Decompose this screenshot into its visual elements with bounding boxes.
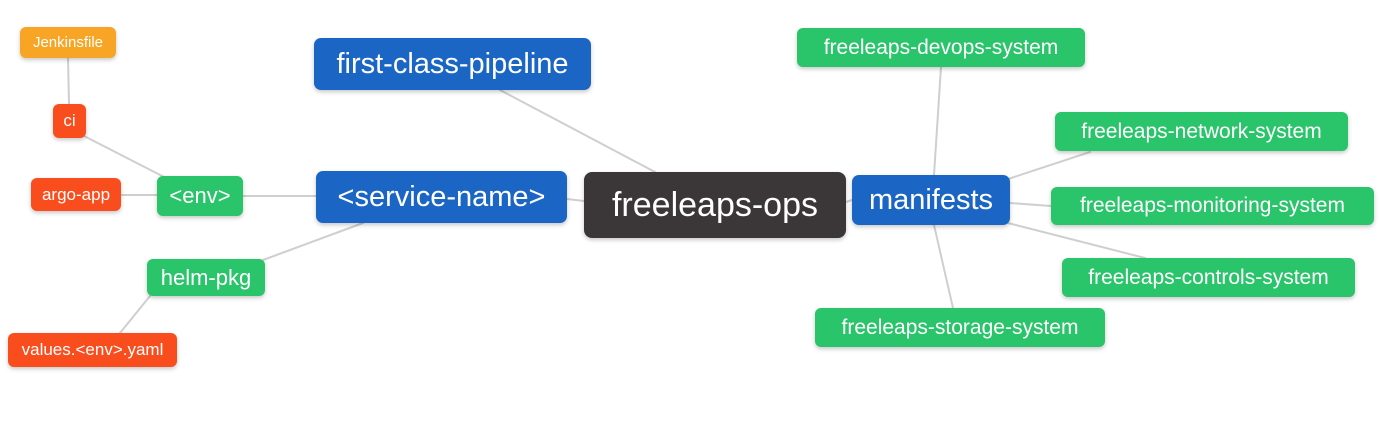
- edge-manifests-devops: [933, 66, 942, 176]
- node-argo-app[interactable]: argo-app: [31, 178, 121, 211]
- edge-manifests-storage: [933, 224, 954, 309]
- node-ci[interactable]: ci: [53, 104, 86, 138]
- node-env[interactable]: <env>: [157, 176, 243, 216]
- node-freeleaps-controls-system[interactable]: freeleaps-controls-system: [1062, 258, 1355, 297]
- node-values-env-yaml[interactable]: values.<env>.yaml: [8, 333, 177, 367]
- edge-service-name-helm-pkg: [262, 222, 364, 261]
- node-freeleaps-devops-system[interactable]: freeleaps-devops-system: [797, 28, 1085, 67]
- edge-jenkinsfile-ci: [67, 57, 70, 105]
- node-freeleaps-network-system[interactable]: freeleaps-network-system: [1055, 112, 1348, 151]
- node-freeleaps-monitoring-system[interactable]: freeleaps-monitoring-system: [1051, 187, 1374, 225]
- node-service-name[interactable]: <service-name>: [316, 171, 567, 223]
- edge-pipeline-root: [499, 89, 656, 173]
- edge-manifests-monitoring: [1009, 202, 1052, 207]
- node-jenkinsfile[interactable]: Jenkinsfile: [20, 27, 116, 58]
- node-freeleaps-ops-root[interactable]: freeleaps-ops: [584, 172, 846, 238]
- edge-helm-pkg-values-yaml: [119, 295, 151, 334]
- edge-root-manifests: [845, 199, 853, 203]
- edge-ci-env: [83, 135, 167, 179]
- node-first-class-pipeline[interactable]: first-class-pipeline: [314, 38, 591, 90]
- node-freeleaps-storage-system[interactable]: freeleaps-storage-system: [815, 308, 1105, 347]
- edge-manifests-network: [1007, 151, 1091, 180]
- edge-manifests-controls: [1007, 222, 1146, 259]
- node-manifests[interactable]: manifests: [852, 175, 1010, 225]
- node-helm-pkg[interactable]: helm-pkg: [147, 259, 265, 296]
- edge-service-name-root: [566, 198, 585, 202]
